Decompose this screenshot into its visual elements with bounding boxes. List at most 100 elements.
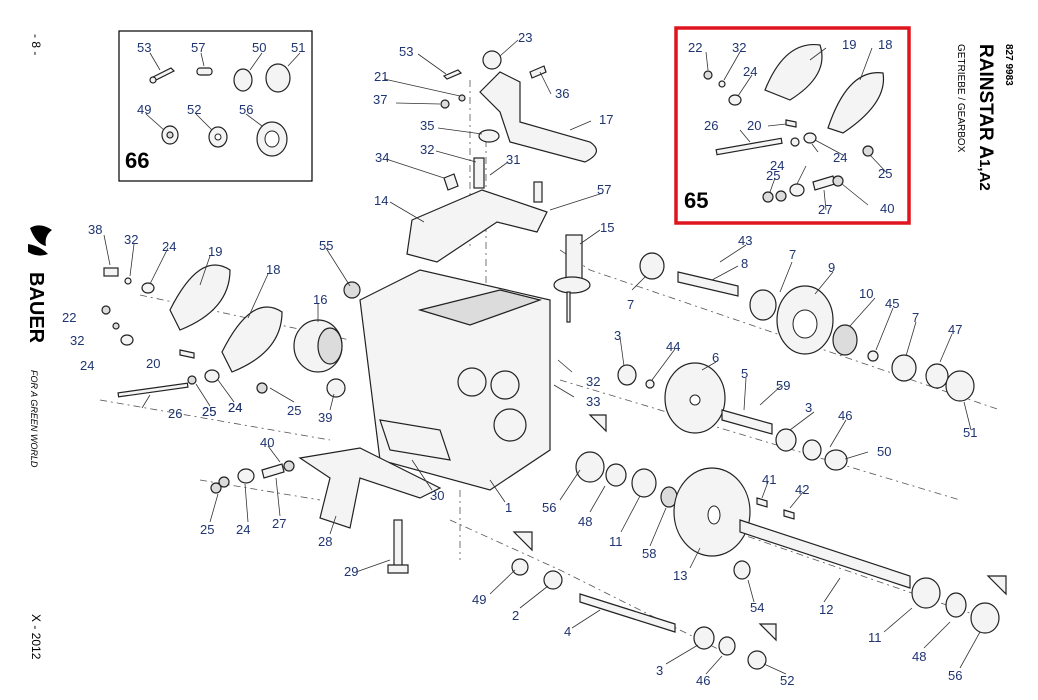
kit-65-label: 40: [880, 201, 894, 216]
callout-leaders: [103, 39, 981, 675]
callout-label: 25: [202, 404, 216, 419]
callout-label: 4: [564, 624, 571, 639]
kit-65-label: 25: [878, 166, 892, 181]
kit-65-label: 25: [766, 168, 780, 183]
callout-label: 46: [696, 673, 710, 688]
callout-label: 3: [656, 663, 663, 678]
callout-label: 32: [586, 374, 600, 389]
callout-label: 52: [780, 673, 794, 688]
callout-label: 31: [506, 152, 520, 167]
callout-label: 54: [750, 600, 764, 615]
kit-65-number: 65: [684, 188, 708, 213]
kit-66-label: 51: [291, 40, 305, 55]
gearbox-assembly: [101, 50, 1007, 670]
callout-label: 9: [828, 260, 835, 275]
callout-label: 27: [272, 516, 286, 531]
callout-label: 24: [162, 239, 176, 254]
callout-label: 53: [399, 44, 413, 59]
callout-label: 50: [877, 444, 891, 459]
callout-label: 51: [963, 425, 977, 440]
kit-65-label: 20: [747, 118, 761, 133]
callout-label: 26: [168, 406, 182, 421]
callout-label: 7: [912, 310, 919, 325]
callout-label: 25: [287, 403, 301, 418]
callout-label: 42: [795, 482, 809, 497]
callout-label: 3: [614, 328, 621, 343]
callout-label: 22: [62, 310, 76, 325]
callout-label: 8: [741, 256, 748, 271]
callout-label: 56: [542, 500, 556, 515]
callout-label: 28: [318, 534, 332, 549]
callout-label: 48: [912, 649, 926, 664]
callout-label: 14: [374, 193, 388, 208]
callout-label: 35: [420, 118, 434, 133]
callout-label: 49: [472, 592, 486, 607]
bauer-logo-icon: [28, 225, 52, 256]
doc-number: 827 9983: [1003, 44, 1014, 86]
callout-label: 32: [124, 232, 138, 247]
callout-label: 11: [609, 534, 623, 549]
callout-label: 39: [318, 410, 332, 425]
kit-65-label: 22: [688, 40, 702, 55]
brand-slogan: FOR A GREEN WORLD: [29, 370, 39, 468]
callout-label: 21: [374, 69, 388, 84]
callout-label: 36: [555, 86, 569, 101]
kit-65-label: 27: [818, 202, 832, 217]
callout-label: 13: [673, 568, 687, 583]
callout-label: 37: [373, 92, 387, 107]
callout-label: 33: [586, 394, 600, 409]
callout-label: 16: [313, 292, 327, 307]
callout-label: 17: [599, 112, 613, 127]
product-name: RAINSTAR A: [975, 44, 996, 159]
callout-label: 24: [228, 400, 242, 415]
callout-label: 34: [375, 150, 389, 165]
callout-label: 29: [344, 564, 358, 579]
callout-label: 40: [260, 435, 274, 450]
callout-label: 2: [512, 608, 519, 623]
header: 827 9983 RAINSTAR A1,A2 GETRIEBE / GEARB…: [955, 44, 1014, 191]
kit-66-number: 66: [125, 148, 149, 173]
callout-label: 12: [819, 602, 833, 617]
callout-label: 3: [805, 400, 812, 415]
callout-label: 30: [430, 488, 444, 503]
kit-66-label: 49: [137, 102, 151, 117]
product-sub: 1,A2: [976, 159, 993, 191]
brand-logo: BAUER FOR A GREEN WORLD: [25, 225, 52, 468]
kit-65-label: 26: [704, 118, 718, 133]
callout-label: 48: [578, 514, 592, 529]
callout-label: 7: [789, 247, 796, 262]
callout-label: 19: [208, 244, 222, 259]
section-title: GETRIEBE / GEARBOX: [955, 44, 966, 153]
callout-label: 46: [838, 408, 852, 423]
kit-65-label: 19: [842, 37, 856, 52]
callout-labels: 23 53 21 36 37 17 35 34 32 31 14 57 15 4…: [62, 30, 977, 688]
callout-label: 18: [266, 262, 280, 277]
callout-label: 15: [600, 220, 614, 235]
kit-66-label: 50: [252, 40, 266, 55]
callout-label: 25: [200, 522, 214, 537]
kit-66-label: 57: [191, 40, 205, 55]
callout-label: 24: [236, 522, 250, 537]
callout-label: 1: [505, 500, 512, 515]
callout-label: 45: [885, 296, 899, 311]
product-title: RAINSTAR A1,A2: [975, 44, 996, 191]
callout-label: 11: [868, 630, 882, 645]
callout-label: 55: [319, 238, 333, 253]
callout-label: 25: [202, 404, 216, 419]
callout-label: 24: [228, 400, 242, 415]
callout-label: 23: [518, 30, 532, 45]
callout-label: 43: [738, 233, 752, 248]
callout-label: 7: [627, 297, 634, 312]
callout-label: 57: [597, 182, 611, 197]
callout-label: 44: [666, 339, 680, 354]
kit-65-label: 24: [833, 150, 847, 165]
callout-label: 6: [712, 350, 719, 365]
callout-label: 58: [642, 546, 656, 561]
kit-66-label: 53: [137, 40, 151, 55]
date-code: X - 2012: [29, 614, 43, 660]
kit-66-label: 56: [239, 102, 253, 117]
kit-65-label: 32: [732, 40, 746, 55]
callout-label: 59: [776, 378, 790, 393]
callout-label: 24: [80, 358, 94, 373]
